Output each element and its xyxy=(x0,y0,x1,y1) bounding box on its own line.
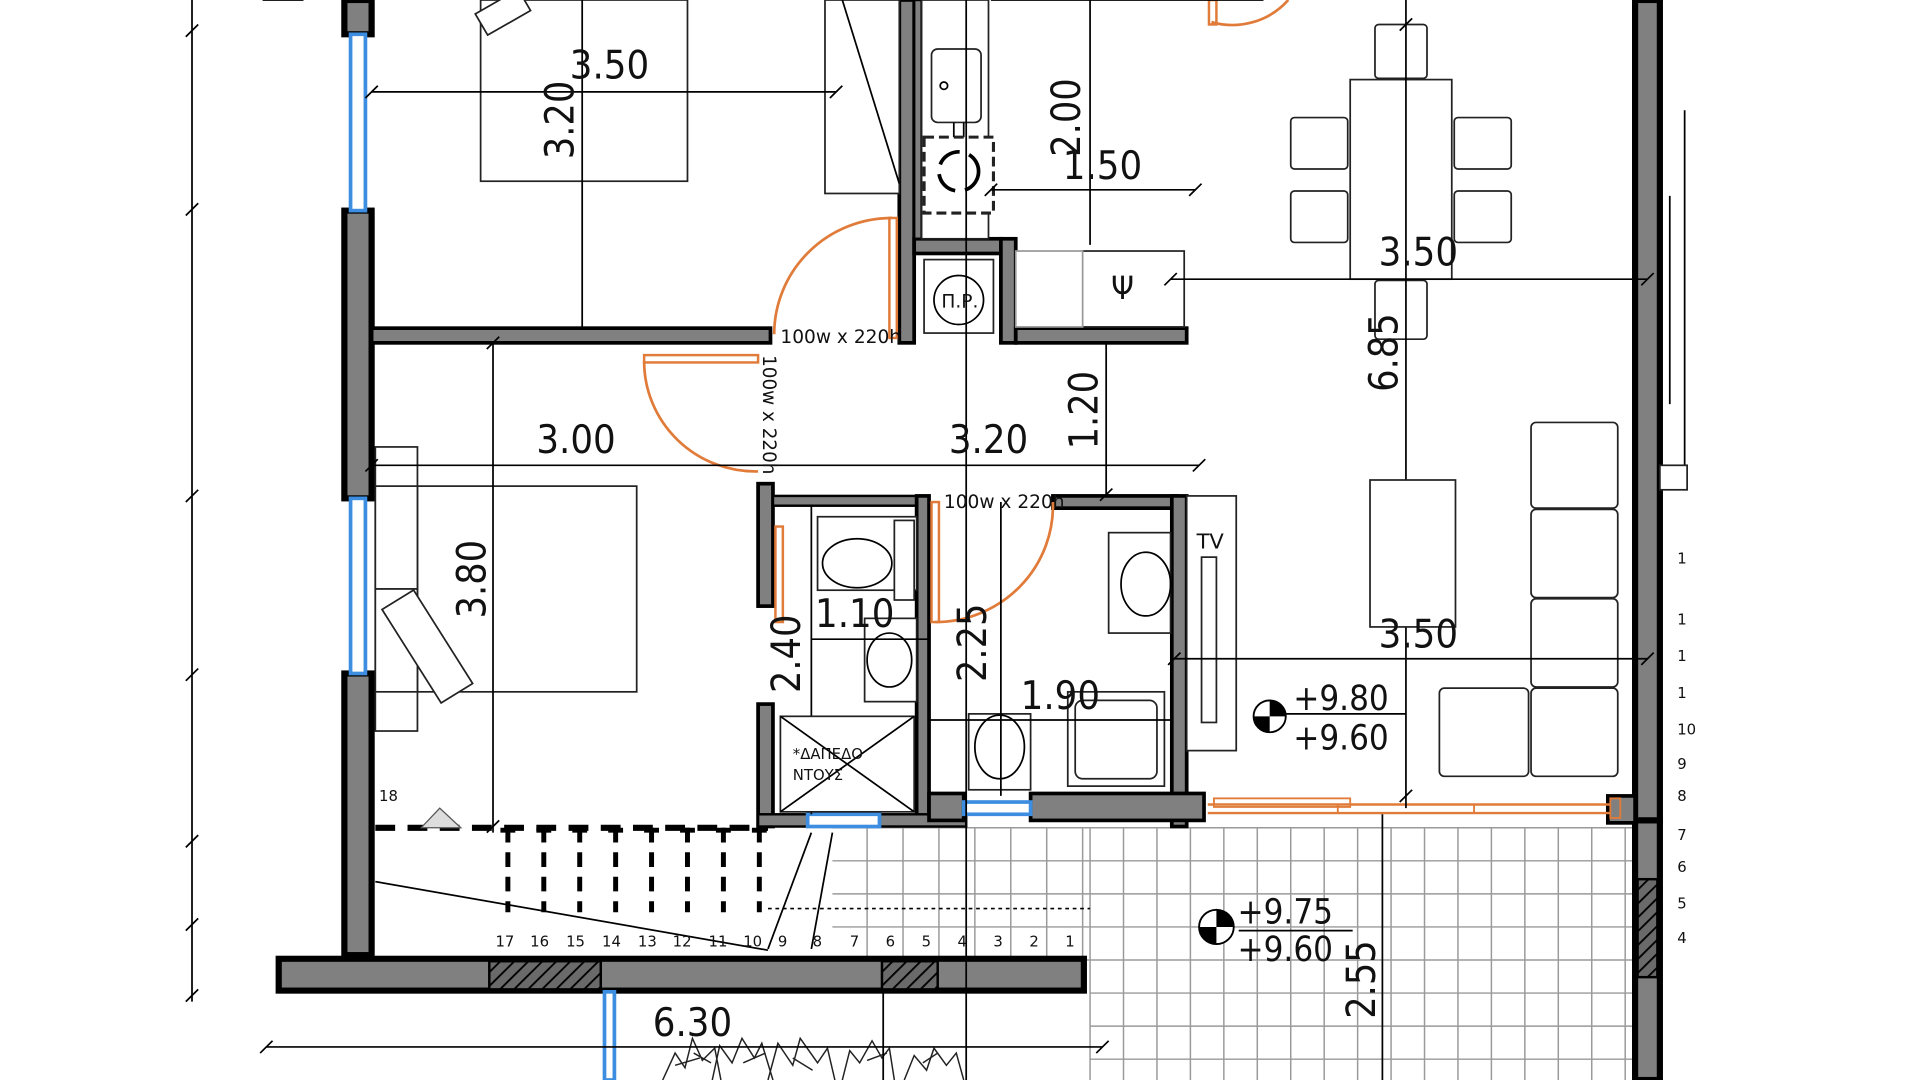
level-marker-veranda xyxy=(1198,908,1235,945)
door-label-1: 100w x 220h xyxy=(780,327,901,348)
level-marker-living xyxy=(1252,699,1287,734)
door-label-3: 100w x 220h xyxy=(944,492,1065,513)
right-stair-number: 7 xyxy=(1677,827,1686,844)
doors xyxy=(642,0,1622,819)
psi-symbol: Ψ xyxy=(1111,269,1134,307)
bedroom1-furniture xyxy=(364,0,901,329)
veranda-tiles xyxy=(832,827,1633,1080)
stair xyxy=(375,807,1091,952)
stair-step-number: 3 xyxy=(993,934,1002,951)
shower-label-2: ΝΤΟΥΣ xyxy=(793,767,843,784)
level-veranda-lower: +9.60 xyxy=(1237,930,1333,970)
bath xyxy=(929,502,1172,796)
dim-dining-width: 3.50 xyxy=(1379,230,1458,276)
dim-corridor-width: 3.20 xyxy=(949,417,1028,463)
right-stair-number: 9 xyxy=(1677,756,1686,773)
dim-bedroom2-width: 3.00 xyxy=(536,417,615,463)
right-stair-number: 5 xyxy=(1677,896,1686,913)
stair-step-number: 6 xyxy=(886,934,895,951)
stair-step-number: 5 xyxy=(922,934,931,951)
right-stair-number: 10 xyxy=(1677,722,1696,739)
right-stair-number: 6 xyxy=(1677,859,1686,876)
dim-kitchen-height: 2.00 xyxy=(1044,78,1090,156)
dim-kitchen-width: 1.50 xyxy=(1063,143,1142,189)
walls xyxy=(275,0,1663,1080)
right-stair-number: 4 xyxy=(1677,930,1686,947)
stair-step-number: 14 xyxy=(602,934,621,951)
right-stair-number: 8 xyxy=(1677,788,1686,805)
label-18: 18 xyxy=(379,788,398,805)
dim-veranda-height: 2.55 xyxy=(1339,940,1385,1018)
dim-bedroom2-height: 3.80 xyxy=(449,540,495,618)
right-stair-number: 1 xyxy=(1677,612,1686,629)
stair-step-number: 2 xyxy=(1029,934,1038,951)
level-living-upper: +9.80 xyxy=(1293,679,1389,719)
living xyxy=(1167,110,1688,778)
kitchen xyxy=(920,0,1264,1080)
right-stair-number: 1 xyxy=(1677,648,1686,665)
left-dimension xyxy=(185,0,304,1003)
stair-step-number: 16 xyxy=(530,934,549,951)
dim-bedroom1-height: 3.20 xyxy=(537,81,583,159)
stair-step-number: 8 xyxy=(813,934,822,951)
bottom-dimensions xyxy=(259,814,1384,1080)
wc xyxy=(779,505,930,815)
stair-step-number: 7 xyxy=(850,934,859,951)
dim-wc-height: 2.40 xyxy=(764,615,810,693)
stair-step-number: 10 xyxy=(743,934,762,951)
dim-bath-height: 2.25 xyxy=(950,604,996,682)
right-stair-number: 1 xyxy=(1677,550,1686,567)
shower-label-1: *ΔΑΠΕΔΟ xyxy=(793,746,863,763)
stair-step-number: 9 xyxy=(778,934,787,951)
bedroom2 xyxy=(364,336,1206,834)
dim-bath-width: 1.90 xyxy=(1021,673,1100,719)
stair-step-number: 1 xyxy=(1065,934,1074,951)
right-stair-number: 1 xyxy=(1677,685,1686,702)
dim-living-height: 6.85 xyxy=(1361,313,1407,391)
tv-label: TV xyxy=(1196,530,1225,554)
level-veranda-upper: +9.75 xyxy=(1237,892,1333,932)
dim-corridor-height: 1.20 xyxy=(1061,371,1107,449)
stair-step-number: 17 xyxy=(495,934,514,951)
stair-step-number: 13 xyxy=(638,934,657,951)
dim-bedroom1-width: 3.50 xyxy=(570,43,649,89)
door-label-2: 100w x 220h xyxy=(758,355,779,474)
pr-label: Π.Ρ. xyxy=(941,291,978,312)
plants xyxy=(662,1036,965,1080)
dim-living-width: 3.50 xyxy=(1379,612,1458,658)
windows xyxy=(348,32,1033,1080)
stair-step-number: 15 xyxy=(566,934,585,951)
dim-balcony-width: 6.30 xyxy=(653,1000,732,1046)
stair-step-number: 12 xyxy=(673,934,692,951)
dining-table xyxy=(1163,0,1655,809)
stair-step-number: 11 xyxy=(709,934,728,951)
level-living-lower: +9.60 xyxy=(1293,719,1389,759)
stair-step-number: 4 xyxy=(958,934,967,951)
dim-wc-width: 1.10 xyxy=(815,591,894,637)
